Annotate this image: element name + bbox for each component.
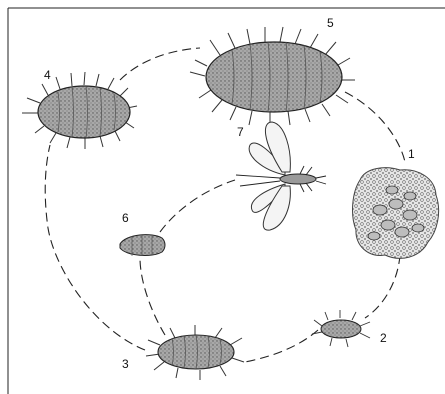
arc-1-to-2	[365, 255, 400, 318]
arc-2-to-3	[245, 330, 318, 362]
stage-label-6: 6	[122, 211, 129, 225]
second-instar-nymph	[146, 325, 244, 380]
male-pupa	[120, 235, 165, 256]
arc-5-to-1	[345, 92, 405, 162]
stage-label-1: 1	[408, 147, 415, 161]
winged-adult-male	[236, 122, 326, 230]
stage-label-4: 4	[44, 68, 51, 82]
stage-label-5: 5	[327, 16, 334, 30]
egg-mass	[353, 168, 439, 259]
arc-3-to-6	[140, 258, 165, 335]
first-instar-crawler	[312, 310, 370, 347]
stage-label-7: 7	[237, 125, 244, 139]
adult-female-insect	[190, 27, 355, 126]
arc-4-to-5	[120, 48, 200, 80]
third-instar-nymph	[22, 72, 137, 149]
stage-label-2: 2	[380, 331, 387, 345]
stage-label-3: 3	[122, 357, 129, 371]
arc-6-to-7	[160, 180, 235, 232]
